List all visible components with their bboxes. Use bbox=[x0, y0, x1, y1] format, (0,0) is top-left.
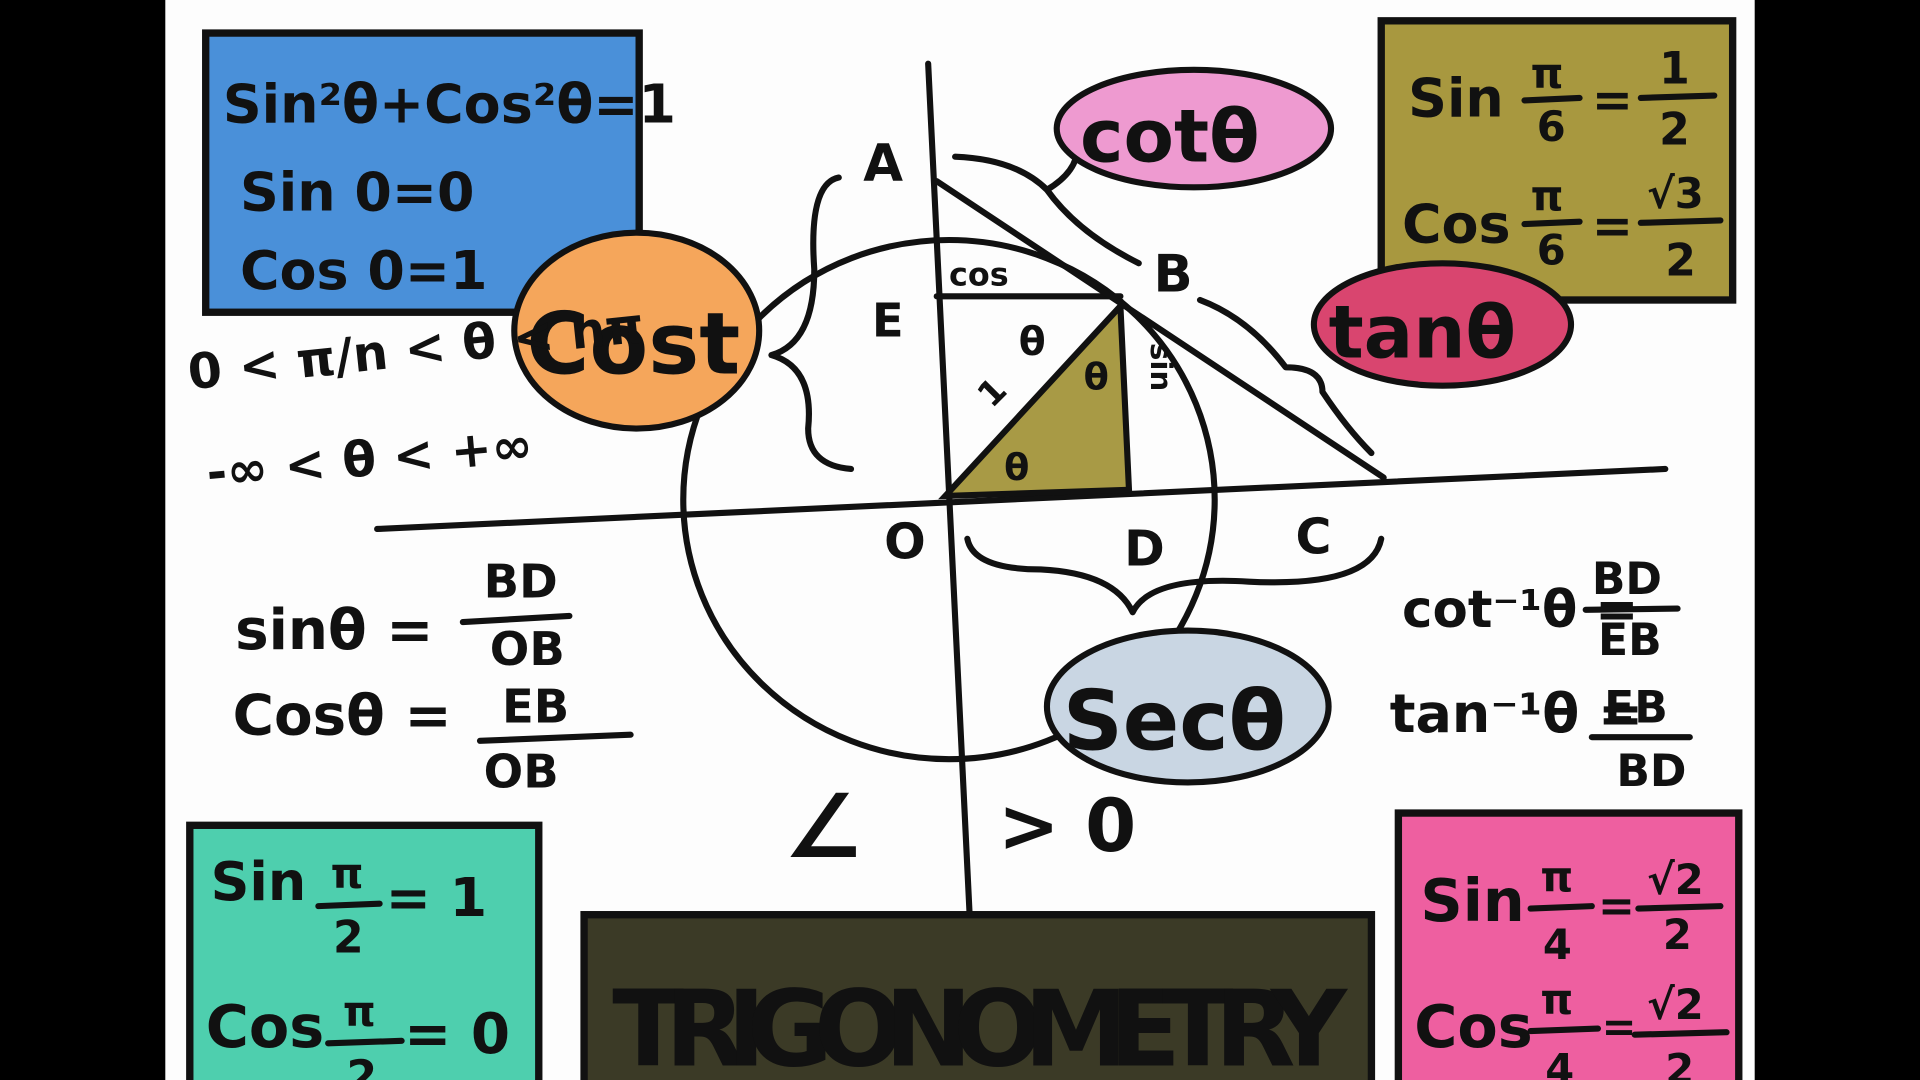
pi-over-6-box: Sin π 6 = 1 2 Cos π 6 = √3 2 bbox=[1377, 17, 1737, 304]
tan-oval: tanθ bbox=[1310, 260, 1575, 389]
pi2-cos-numerator: π bbox=[343, 987, 376, 1036]
pi4-cos-numerator: π bbox=[1540, 975, 1573, 1024]
pi4-sin-numerator: π bbox=[1540, 852, 1573, 901]
identity-pythagorean: Sin²θ+Cos²θ=1 bbox=[223, 72, 676, 135]
cos-def-denominator: OB bbox=[484, 744, 559, 798]
pi6-sin-value-denominator: 2 bbox=[1659, 104, 1690, 155]
cot-oval: cotθ bbox=[1053, 66, 1335, 191]
pi6-cos-value-numerator: √3 bbox=[1647, 169, 1704, 218]
sin-def-denominator: OB bbox=[490, 622, 565, 676]
theta-label-mid: θ bbox=[1084, 355, 1109, 398]
pi-over-4-box: Sin π 4 = √2 2 Cos π 4 = √2 2 bbox=[1394, 809, 1743, 1080]
point-c-label: C bbox=[1296, 508, 1332, 565]
sin-def-label: sinθ = bbox=[235, 598, 433, 663]
point-o-label: O bbox=[884, 513, 926, 570]
pi6-cos-denominator: 6 bbox=[1537, 225, 1566, 274]
brace-cot bbox=[952, 143, 1142, 267]
pi6-sin-value-numerator: 1 bbox=[1659, 43, 1690, 94]
pi6-sin-label: Sin bbox=[1408, 66, 1504, 129]
pi6-cos-equals: = bbox=[1592, 197, 1633, 254]
sin-cos-definitions: sinθ = BD OB Cosθ = EB OB bbox=[233, 555, 634, 798]
inverse-definitions: cot⁻¹θ = BD EB tan⁻¹θ = EB BD bbox=[1390, 554, 1693, 797]
pi6-sin-numerator: π bbox=[1531, 49, 1564, 98]
brace-sec bbox=[964, 535, 1385, 616]
pi6-sin-denominator: 6 bbox=[1537, 102, 1566, 151]
pi4-cos-value-denominator: 2 bbox=[1665, 1045, 1694, 1080]
tan-inverse-denominator: BD bbox=[1616, 746, 1686, 797]
sin-segment-label: sin bbox=[1144, 343, 1178, 391]
cot-inverse-numerator: BD bbox=[1592, 554, 1662, 605]
cos-def-numerator: EB bbox=[502, 679, 569, 733]
sec-label: Secθ bbox=[1063, 672, 1286, 769]
tan-label: tanθ bbox=[1329, 291, 1516, 376]
theta-label-top: θ bbox=[1019, 320, 1046, 365]
pi4-cos-label: Cos bbox=[1414, 992, 1532, 1061]
page-title: TRIGONOMETRY bbox=[612, 967, 1348, 1080]
point-b-label: B bbox=[1153, 244, 1192, 304]
pi-over-2-box: Sin π 2 = 1 Cos π 2 = 0 bbox=[186, 821, 543, 1080]
pi4-cos-value-numerator: √2 bbox=[1647, 980, 1704, 1029]
horizontal-axis bbox=[374, 465, 1669, 533]
point-d-label: D bbox=[1124, 521, 1165, 578]
pi2-sin-denominator: 2 bbox=[333, 913, 364, 964]
cot-inverse-denominator: EB bbox=[1598, 615, 1662, 666]
pi6-sin-equals: = bbox=[1592, 71, 1633, 128]
cost-circle: Cost bbox=[511, 229, 763, 432]
title-banner: TRIGONOMETRY bbox=[580, 911, 1376, 1080]
pi2-cos-label: Cos bbox=[206, 992, 324, 1061]
angle-symbol: ∠ bbox=[784, 775, 863, 878]
pi2-sin-value: = 1 bbox=[386, 866, 487, 929]
cot-label: cotθ bbox=[1080, 95, 1260, 180]
pi2-sin-label: Sin bbox=[211, 850, 307, 913]
greater-than-zero: > 0 bbox=[998, 784, 1136, 869]
pi4-cos-denominator: 4 bbox=[1545, 1045, 1574, 1080]
tangent-line bbox=[933, 178, 1387, 481]
pi2-sin-numerator: π bbox=[331, 849, 364, 898]
tan-inverse-numerator: EB bbox=[1604, 682, 1668, 733]
theta-triangle bbox=[938, 298, 1133, 500]
identity-sin-zero: Sin 0=0 bbox=[240, 161, 474, 224]
brace-left bbox=[768, 174, 855, 473]
pi6-cos-label: Cos bbox=[1402, 192, 1511, 255]
cos-def-label: Cosθ = bbox=[233, 684, 452, 749]
pi4-sin-equals: = bbox=[1598, 881, 1635, 932]
cost-label: Cost bbox=[527, 294, 741, 394]
pi6-cos-numerator: π bbox=[1531, 172, 1564, 221]
unit-circle bbox=[680, 236, 1218, 763]
point-a-label: A bbox=[863, 134, 903, 194]
pi4-sin-label: Sin bbox=[1420, 866, 1524, 935]
pi6-cos-value-denominator: 2 bbox=[1665, 236, 1696, 287]
point-e-label: E bbox=[872, 294, 904, 348]
sin-def-numerator: BD bbox=[484, 555, 558, 609]
pi4-sin-denominator: 4 bbox=[1543, 920, 1572, 969]
theta-label-origin: θ bbox=[1004, 446, 1029, 489]
sec-oval: Secθ bbox=[1043, 627, 1332, 786]
pi2-cos-value: = 0 bbox=[404, 1002, 510, 1067]
pi4-sin-value-denominator: 2 bbox=[1663, 910, 1692, 959]
pi4-sin-value-numerator: √2 bbox=[1647, 855, 1704, 904]
cos-segment-label: cos bbox=[949, 255, 1009, 293]
pi2-cos-denominator: 2 bbox=[347, 1052, 378, 1080]
identity-cos-zero: Cos 0=1 bbox=[240, 239, 487, 302]
pi4-cos-equals: = bbox=[1602, 1002, 1637, 1051]
brace-tan bbox=[1196, 296, 1375, 457]
